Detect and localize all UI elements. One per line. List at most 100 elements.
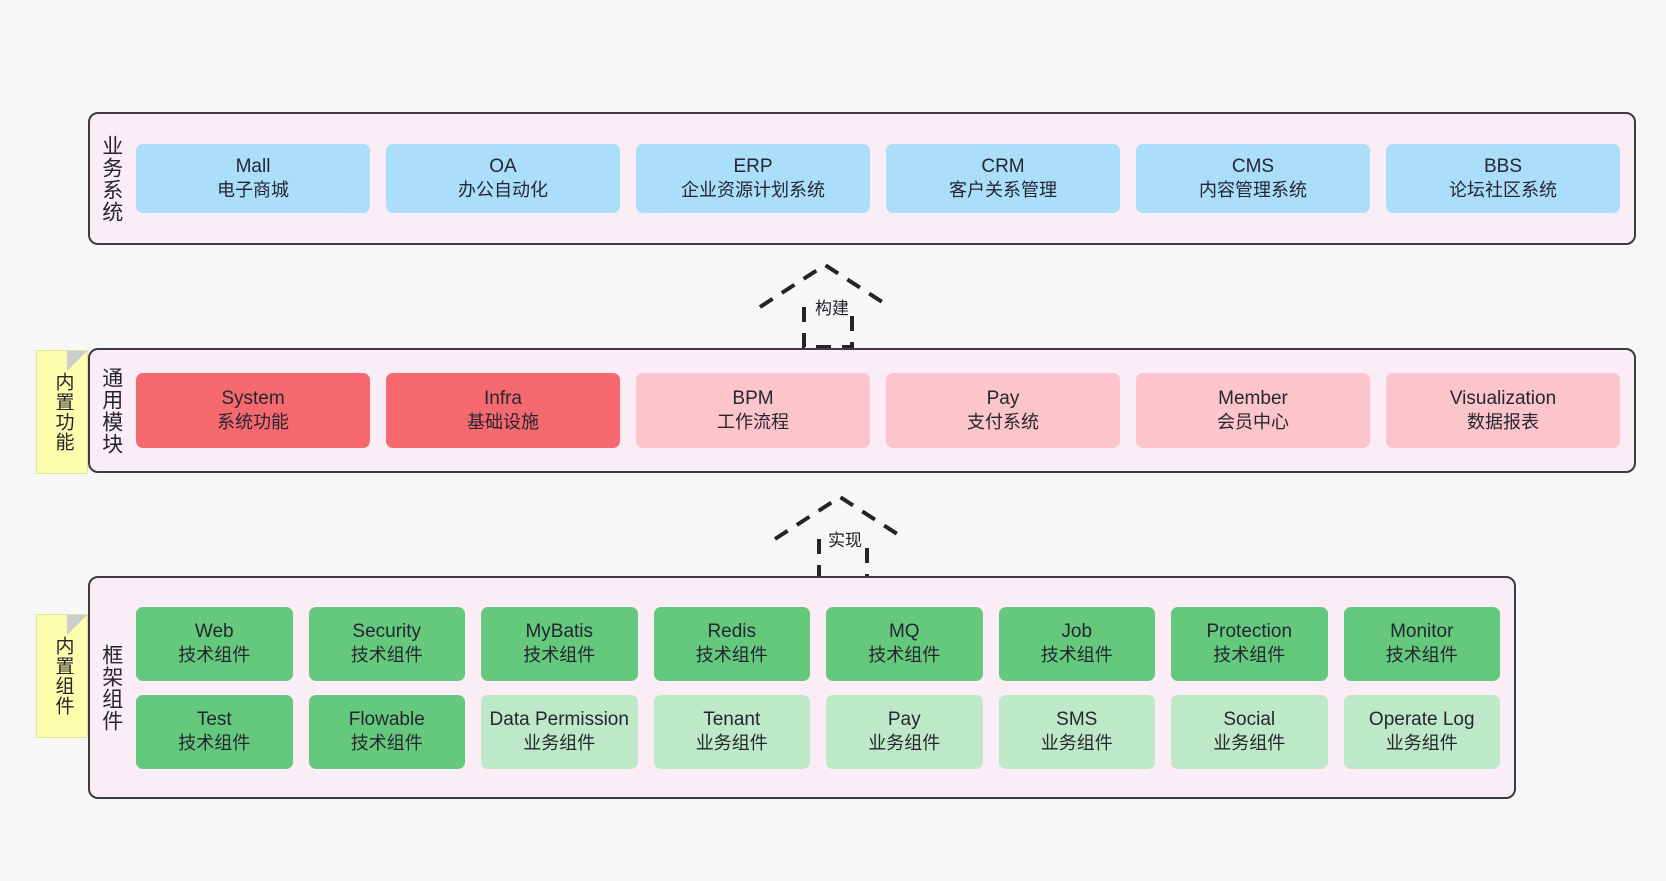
card-title: Visualization	[1449, 387, 1557, 409]
card-erp[interactable]: ERP 企业资源计划系统	[636, 144, 870, 213]
card-title: Mall	[235, 155, 271, 177]
card-subtitle: 客户关系管理	[949, 180, 1057, 201]
card-subtitle: 业务组件	[1213, 733, 1286, 754]
card-title: Monitor	[1390, 620, 1454, 642]
card-crm[interactable]: CRM 客户关系管理	[886, 144, 1120, 213]
card-title: MyBatis	[525, 620, 594, 642]
card-web[interactable]: Web 技术组件	[136, 606, 293, 681]
card-system[interactable]: System 系统功能	[136, 373, 370, 448]
card-tenant[interactable]: Tenant 业务组件	[653, 694, 810, 769]
card-subtitle: 支付系统	[967, 412, 1039, 433]
card-subtitle: 技术组件	[1213, 645, 1286, 666]
card-subtitle: 技术组件	[350, 733, 423, 754]
card-row: Mall 电子商城 OA 办公自动化 ERP 企业资源计划系统 CRM 客户关系…	[136, 144, 1620, 213]
card-data-permission[interactable]: Data Permission 业务组件	[481, 694, 638, 769]
card-subtitle: 业务组件	[695, 733, 768, 754]
section-label-business-system: 业务系统	[99, 134, 123, 223]
card-title: Infra	[483, 387, 523, 409]
card-sms[interactable]: SMS 业务组件	[998, 694, 1155, 769]
card-subtitle: 内容管理系统	[1199, 180, 1307, 201]
card-operate-log[interactable]: Operate Log 业务组件	[1343, 694, 1500, 769]
card-oa[interactable]: OA 办公自动化	[386, 144, 620, 213]
card-subtitle: 技术组件	[178, 733, 251, 754]
section-body-common-module: System 系统功能 Infra 基础设施 BPM 工作流程 Pay 支付系统…	[132, 350, 1634, 471]
card-visualization[interactable]: Visualization 数据报表	[1386, 373, 1620, 448]
connector-label-build: 构建	[815, 299, 849, 318]
connector-label-realize: 实现	[828, 531, 862, 550]
card-subtitle: 技术组件	[350, 645, 423, 666]
card-subtitle: 技术组件	[1385, 645, 1458, 666]
card-subtitle: 办公自动化	[458, 180, 548, 201]
card-title: BPM	[732, 387, 774, 409]
card-subtitle: 会员中心	[1217, 412, 1289, 433]
card-title: Job	[1061, 620, 1093, 642]
card-title: CRM	[981, 155, 1025, 177]
card-row: Web 技术组件 Security 技术组件 MyBatis 技术组件 Redi…	[136, 606, 1500, 681]
section-common-module: 通用模块 System 系统功能 Infra 基础设施 BPM 工作流程 Pay…	[88, 348, 1636, 473]
note-builtin-component: 内置组件	[36, 614, 88, 738]
card-title: OA	[489, 155, 517, 177]
generalization-arrow-icon	[758, 262, 892, 349]
card-title: Test	[196, 708, 232, 730]
card-security[interactable]: Security 技术组件	[308, 606, 465, 681]
section-business-system: 业务系统 Mall 电子商城 OA 办公自动化 ERP 企业资源计划系统 CRM…	[88, 112, 1636, 245]
card-subtitle: 数据报表	[1467, 412, 1539, 433]
section-body-business-system: Mall 电子商城 OA 办公自动化 ERP 企业资源计划系统 CRM 客户关系…	[132, 114, 1634, 243]
card-pay-business[interactable]: Pay 业务组件	[826, 694, 983, 769]
card-title: Redis	[707, 620, 757, 642]
section-framework-component: 框架组件 Web 技术组件 Security 技术组件 MyBatis 技术组件…	[88, 576, 1516, 799]
card-title: Tenant	[703, 708, 761, 730]
card-mall[interactable]: Mall 电子商城	[136, 144, 370, 213]
section-body-framework-component: Web 技术组件 Security 技术组件 MyBatis 技术组件 Redi…	[132, 578, 1514, 797]
card-subtitle: 技术组件	[868, 645, 941, 666]
card-protection[interactable]: Protection 技术组件	[1171, 606, 1328, 681]
card-title: Web	[194, 620, 234, 642]
card-title: Operate Log	[1368, 708, 1475, 730]
card-mq[interactable]: MQ 技术组件	[826, 606, 983, 681]
card-subtitle: 电子商城	[217, 180, 289, 201]
card-mybatis[interactable]: MyBatis 技术组件	[481, 606, 638, 681]
card-title: Member	[1218, 387, 1288, 409]
card-title: Data Permission	[489, 708, 629, 730]
section-label-framework-component: 框架组件	[99, 643, 123, 732]
card-subtitle: 技术组件	[695, 645, 768, 666]
connector-realize: 实现	[755, 484, 955, 584]
card-title: CMS	[1231, 155, 1275, 177]
note-builtin-function: 内置功能	[36, 350, 88, 474]
card-monitor[interactable]: Monitor 技术组件	[1343, 606, 1500, 681]
card-social[interactable]: Social 业务组件	[1171, 694, 1328, 769]
card-member[interactable]: Member 会员中心	[1136, 373, 1370, 448]
card-bpm[interactable]: BPM 工作流程	[636, 373, 870, 448]
card-title: Security	[352, 620, 422, 642]
card-title: Pay	[887, 708, 921, 730]
card-redis[interactable]: Redis 技术组件	[653, 606, 810, 681]
card-infra[interactable]: Infra 基础设施	[386, 373, 620, 448]
card-bbs[interactable]: BBS 论坛社区系统	[1386, 144, 1620, 213]
card-pay[interactable]: Pay 支付系统	[886, 373, 1120, 448]
card-title: Pay	[986, 387, 1020, 409]
card-subtitle: 基础设施	[467, 412, 539, 433]
card-title: ERP	[733, 155, 773, 177]
card-title: System	[221, 387, 285, 409]
card-title: BBS	[1483, 155, 1523, 177]
card-title: MQ	[888, 620, 920, 642]
card-subtitle: 系统功能	[217, 412, 289, 433]
card-title: Protection	[1206, 620, 1293, 642]
card-cms[interactable]: CMS 内容管理系统	[1136, 144, 1370, 213]
card-job[interactable]: Job 技术组件	[998, 606, 1155, 681]
card-subtitle: 业务组件	[523, 733, 596, 754]
card-flowable[interactable]: Flowable 技术组件	[308, 694, 465, 769]
card-subtitle: 业务组件	[868, 733, 941, 754]
card-title: Social	[1223, 708, 1276, 730]
card-test[interactable]: Test 技术组件	[136, 694, 293, 769]
card-subtitle: 企业资源计划系统	[681, 180, 825, 201]
card-subtitle: 工作流程	[717, 412, 789, 433]
section-label-common-module: 通用模块	[99, 366, 123, 455]
card-title: Flowable	[348, 708, 425, 730]
card-subtitle: 技术组件	[178, 645, 251, 666]
card-subtitle: 业务组件	[1040, 733, 1113, 754]
card-subtitle: 技术组件	[523, 645, 596, 666]
card-title: SMS	[1056, 708, 1098, 730]
card-subtitle: 论坛社区系统	[1449, 180, 1557, 201]
